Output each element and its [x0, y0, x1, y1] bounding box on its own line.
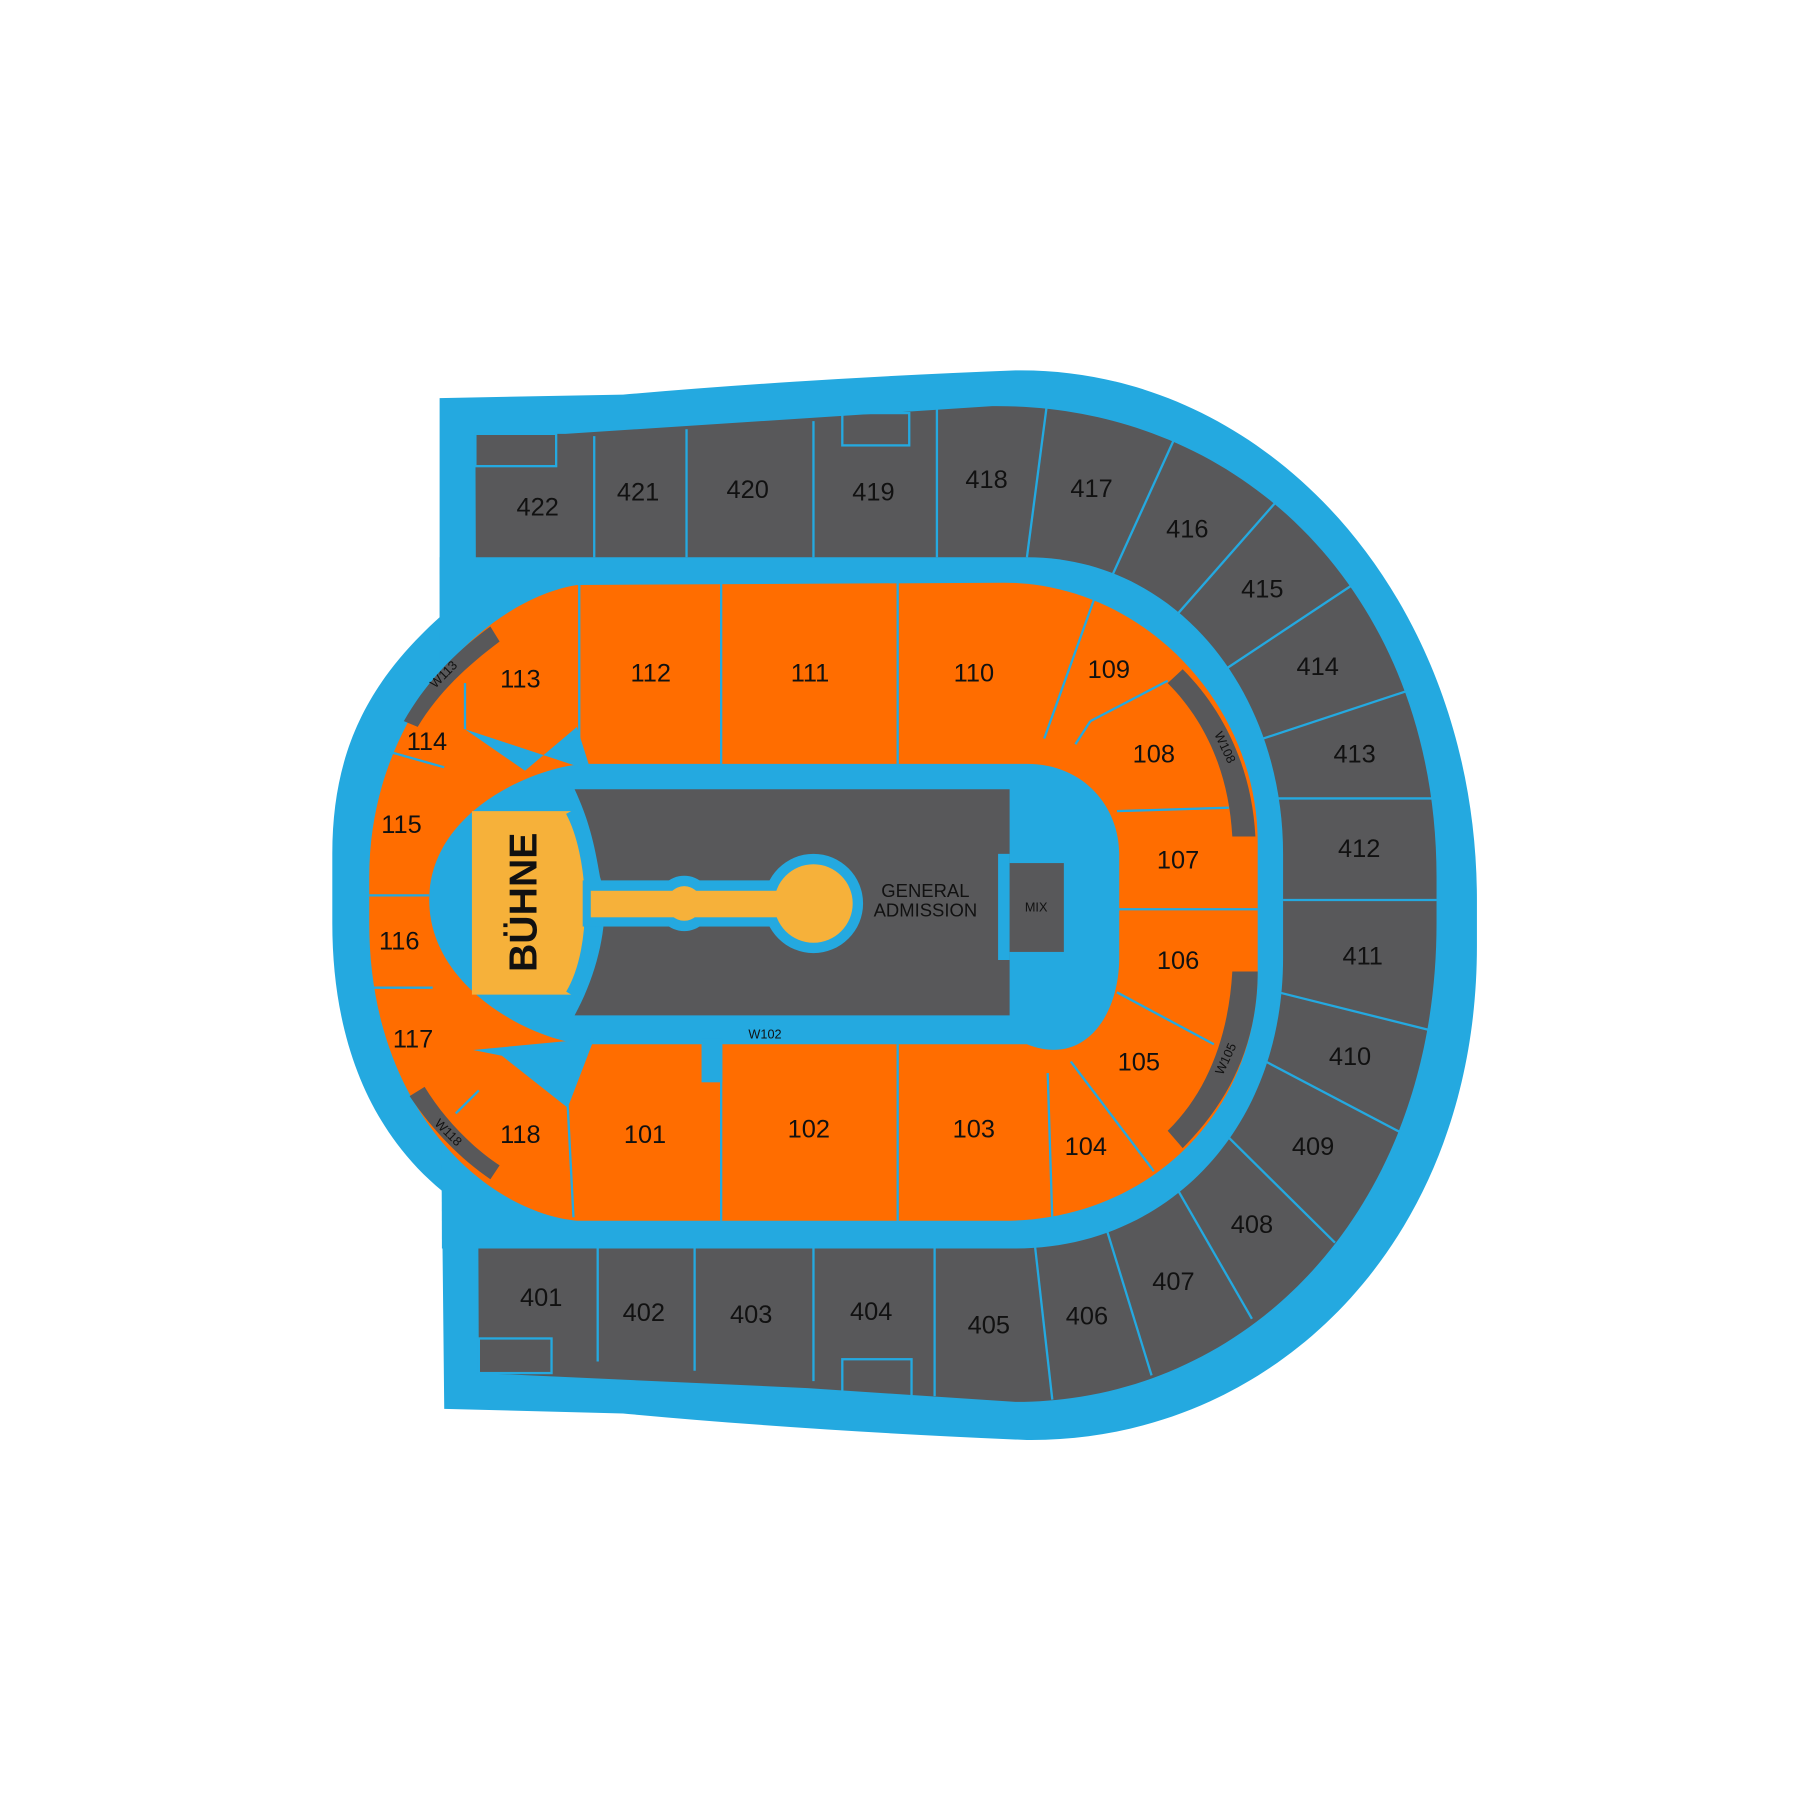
- lower-separators: [369, 582, 1258, 1221]
- floor-label-1: GENERAL: [881, 880, 969, 901]
- section-401[interactable]: 401: [520, 1284, 562, 1312]
- section-108[interactable]: 108: [1133, 740, 1175, 768]
- section-415[interactable]: 415: [1241, 575, 1283, 603]
- section-102[interactable]: 102: [788, 1115, 830, 1143]
- section-413[interactable]: 413: [1333, 740, 1375, 768]
- section-417[interactable]: 417: [1070, 475, 1112, 503]
- box-419: [841, 411, 911, 447]
- mix-position: [1009, 863, 1064, 952]
- box-404: [841, 1358, 913, 1398]
- section-407[interactable]: 407: [1152, 1268, 1194, 1296]
- section-111[interactable]: 111: [791, 660, 830, 688]
- section-414[interactable]: 414: [1297, 653, 1339, 681]
- box-401: [477, 1337, 553, 1375]
- section-116[interactable]: 116: [379, 927, 419, 955]
- section-410[interactable]: 410: [1329, 1043, 1371, 1071]
- section-115[interactable]: 115: [381, 811, 421, 839]
- satellite-stage: [774, 864, 853, 943]
- section-114[interactable]: 114: [407, 728, 447, 756]
- section-418[interactable]: 418: [965, 466, 1007, 494]
- section-103[interactable]: 103: [953, 1115, 995, 1143]
- section-420[interactable]: 420: [727, 476, 769, 504]
- section-406[interactable]: 406: [1066, 1302, 1108, 1330]
- section-110[interactable]: 110: [954, 660, 994, 688]
- upper-section-labels: 401 402 403 404 405 406 407 408 409 410 …: [517, 466, 1383, 1340]
- section-422[interactable]: 422: [517, 494, 559, 522]
- stage-label: BÜHNE: [502, 833, 546, 972]
- section-416[interactable]: 416: [1166, 515, 1208, 543]
- section-118[interactable]: 118: [500, 1121, 540, 1149]
- section-104[interactable]: 104: [1065, 1133, 1107, 1161]
- stage: [471, 811, 591, 995]
- floor-label-2: ADMISSION: [874, 899, 978, 920]
- section-113[interactable]: 113: [500, 665, 540, 693]
- section-112[interactable]: 112: [631, 660, 671, 688]
- section-419[interactable]: 419: [852, 479, 894, 507]
- section-409[interactable]: 409: [1292, 1133, 1334, 1161]
- mix-label: MIX: [1025, 900, 1048, 914]
- section-101[interactable]: 101: [624, 1121, 666, 1149]
- section-117[interactable]: 117: [393, 1025, 433, 1053]
- notch-113: [465, 726, 591, 771]
- section-411[interactable]: 411: [1342, 942, 1382, 970]
- wheelchair-w102[interactable]: W102: [748, 1027, 781, 1041]
- section-421[interactable]: 421: [617, 479, 659, 507]
- section-105[interactable]: 105: [1118, 1049, 1160, 1077]
- section-402[interactable]: 402: [623, 1299, 665, 1327]
- section-109[interactable]: 109: [1088, 656, 1130, 684]
- box-422: [474, 432, 558, 468]
- section-106[interactable]: 106: [1157, 947, 1199, 975]
- section-405[interactable]: 405: [968, 1312, 1010, 1340]
- mix-connector: [998, 853, 1010, 960]
- b-stage: [666, 886, 702, 921]
- section-412[interactable]: 412: [1338, 835, 1380, 863]
- section-107[interactable]: 107: [1157, 847, 1199, 875]
- section-404[interactable]: 404: [850, 1298, 892, 1326]
- lower-section-labels: 101 102 103 104 105 106 107 108 109 110 …: [379, 656, 1199, 1161]
- tunnel: [701, 1038, 723, 1083]
- upper-separators: [593, 407, 1437, 1400]
- section-403[interactable]: 403: [730, 1301, 772, 1329]
- section-408[interactable]: 408: [1231, 1211, 1273, 1239]
- notch-118: [473, 1038, 595, 1108]
